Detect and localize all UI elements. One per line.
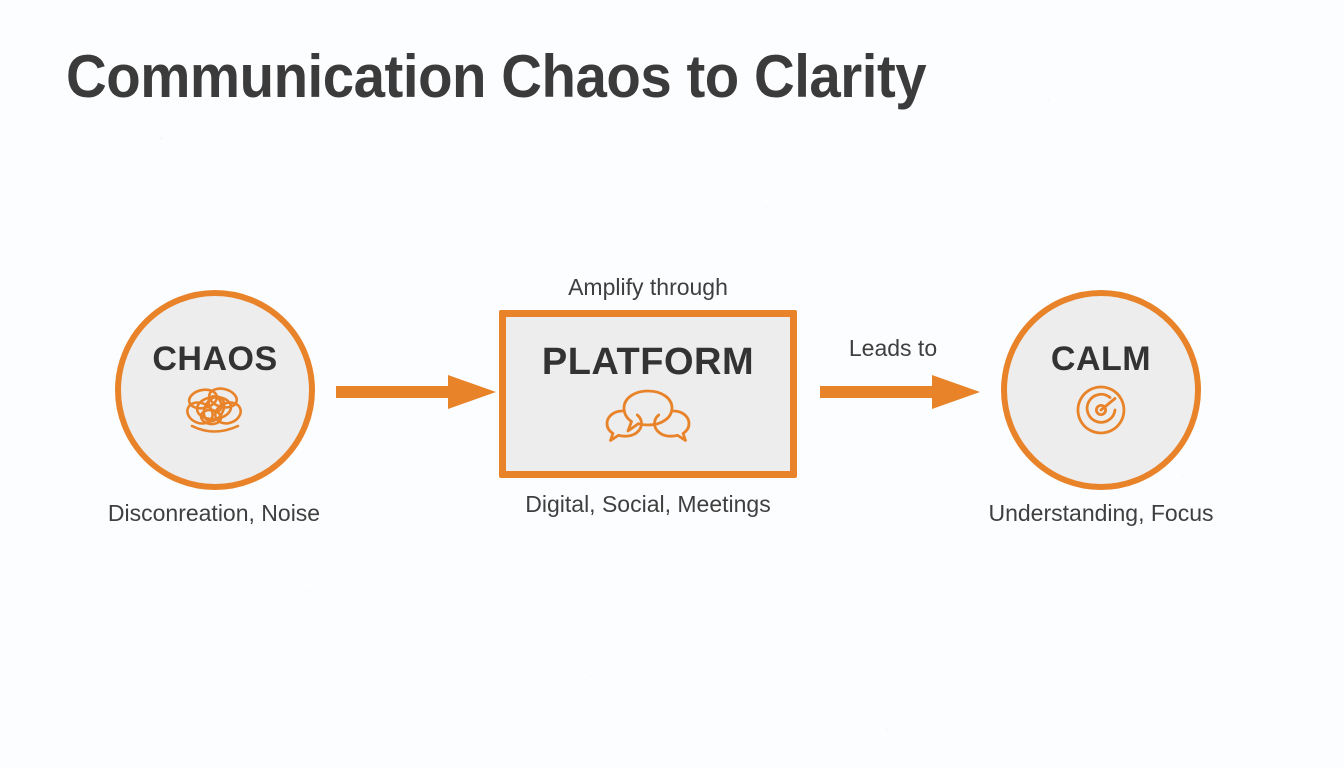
right-arrow-icon bbox=[820, 375, 980, 409]
edge-label-leads-to: Leads to bbox=[848, 335, 938, 361]
diagram-node-calm[interactable]: CALM bbox=[1001, 290, 1201, 490]
node-caption-chaos: Disconreation, Noise bbox=[107, 500, 321, 526]
diagram-node-platform[interactable]: PLATFORM bbox=[499, 310, 797, 478]
edge-label-amplify-through: Amplify through bbox=[568, 274, 728, 300]
speech-bubbles-icon bbox=[605, 389, 691, 442]
target-radar-icon bbox=[1076, 385, 1126, 435]
node-label-platform: PLATFORM bbox=[541, 341, 755, 383]
diagram-node-chaos[interactable]: CHAOS bbox=[115, 290, 315, 490]
node-label-calm: CALM bbox=[1050, 340, 1152, 378]
node-label-chaos: CHAOS bbox=[152, 340, 278, 378]
right-arrow-icon bbox=[336, 375, 496, 409]
node-caption-platform: Digital, Social, Meetings bbox=[525, 491, 771, 517]
node-caption-calm: Understanding, Focus bbox=[988, 500, 1214, 526]
page-title: Communication Chaos to Clarity bbox=[66, 43, 927, 110]
tangled-scribble-icon bbox=[186, 387, 242, 433]
